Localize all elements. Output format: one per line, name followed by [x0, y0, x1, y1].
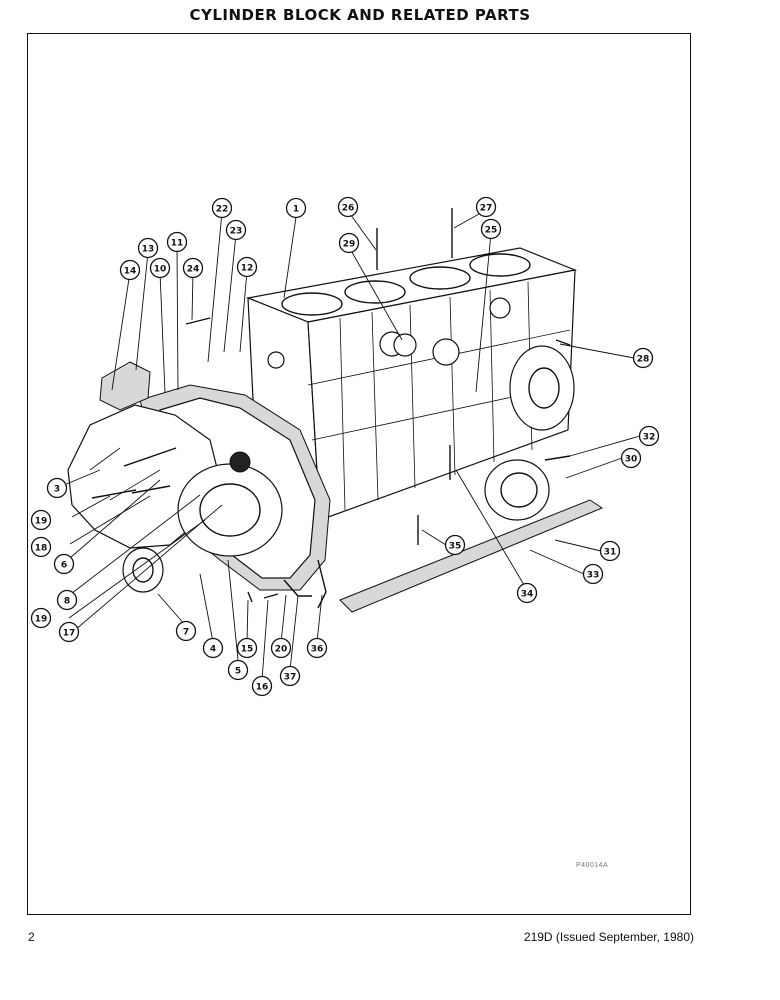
issue-note: 219D (Issued September, 1980)	[523, 930, 694, 944]
svg-text:35: 35	[449, 542, 462, 552]
svg-text:18: 18	[35, 544, 48, 554]
svg-text:5: 5	[235, 667, 241, 677]
callout-1: 1	[285, 197, 307, 219]
svg-text:15: 15	[241, 645, 254, 655]
svg-text:22: 22	[216, 205, 229, 215]
svg-text:3: 3	[54, 485, 60, 495]
page-number: 2	[28, 930, 35, 944]
svg-text:8: 8	[64, 597, 70, 607]
drawing-code: P40014A	[576, 862, 609, 869]
callout-20: 20	[270, 637, 292, 659]
svg-text:14: 14	[124, 267, 137, 277]
callout-5: 5	[227, 659, 249, 681]
callout-19: 19	[30, 607, 52, 629]
callout-12: 12	[236, 256, 258, 278]
svg-text:19: 19	[35, 615, 48, 625]
callout-22: 22	[211, 197, 233, 219]
callout-29: 29	[338, 232, 360, 254]
callout-17: 17	[58, 621, 80, 643]
illustration-frame	[27, 33, 691, 915]
bolts	[91, 317, 571, 603]
callout-32: 32	[638, 425, 660, 447]
svg-text:6: 6	[61, 561, 67, 571]
callout-13: 13	[137, 237, 159, 259]
svg-text:37: 37	[284, 673, 297, 683]
callout-35: 35	[444, 534, 466, 556]
callout-7: 7	[175, 620, 197, 642]
callout-28: 28	[632, 347, 654, 369]
svg-text:32: 32	[643, 433, 656, 443]
pump-housing	[177, 451, 283, 557]
callout-10: 10	[149, 257, 171, 279]
svg-text:17: 17	[63, 629, 76, 639]
callout-26: 26	[337, 196, 359, 218]
callout-6: 6	[53, 553, 75, 575]
leader-lines	[56, 209, 641, 681]
svg-text:28: 28	[637, 355, 650, 365]
svg-text:7: 7	[183, 628, 189, 638]
callout-16: 16	[251, 675, 273, 697]
svg-text:16: 16	[256, 683, 269, 693]
svg-text:26: 26	[342, 204, 355, 214]
svg-text:29: 29	[343, 240, 356, 250]
svg-text:34: 34	[521, 590, 534, 600]
svg-text:19: 19	[35, 517, 48, 527]
callout-14: 14	[119, 259, 141, 281]
svg-text:10: 10	[154, 265, 167, 275]
svg-text:1: 1	[293, 205, 299, 215]
svg-text:13: 13	[142, 245, 155, 255]
callout-27: 27	[475, 196, 497, 218]
callout-24: 24	[182, 257, 204, 279]
callout-33: 33	[582, 563, 604, 585]
callout-11: 11	[166, 231, 188, 253]
callout-31: 31	[599, 540, 621, 562]
svg-text:12: 12	[241, 264, 254, 274]
svg-text:36: 36	[311, 645, 324, 655]
svg-text:24: 24	[187, 265, 200, 275]
svg-text:30: 30	[625, 455, 638, 465]
callout-18: 18	[30, 536, 52, 558]
svg-text:27: 27	[480, 204, 493, 214]
callout-23: 23	[225, 219, 247, 241]
svg-text:33: 33	[587, 571, 600, 581]
callout-30: 30	[620, 447, 642, 469]
callout-4: 4	[202, 637, 224, 659]
callout-34: 34	[516, 582, 538, 604]
callout-25: 25	[480, 218, 502, 240]
callout-36: 36	[306, 637, 328, 659]
page-title: CYLINDER BLOCK AND RELATED PARTS	[189, 6, 531, 24]
svg-text:23: 23	[230, 227, 243, 237]
callout-3: 3	[46, 477, 68, 499]
svg-text:20: 20	[275, 645, 288, 655]
svg-text:11: 11	[171, 239, 184, 249]
callout-8: 8	[56, 589, 78, 611]
svg-text:25: 25	[485, 226, 498, 236]
dipstick-tube	[317, 559, 327, 609]
svg-text:4: 4	[210, 645, 216, 655]
callout-37: 37	[279, 665, 301, 687]
callout-15: 15	[236, 637, 258, 659]
callout-19: 19	[30, 509, 52, 531]
svg-text:31: 31	[604, 548, 617, 558]
sump-gasket	[339, 499, 604, 613]
